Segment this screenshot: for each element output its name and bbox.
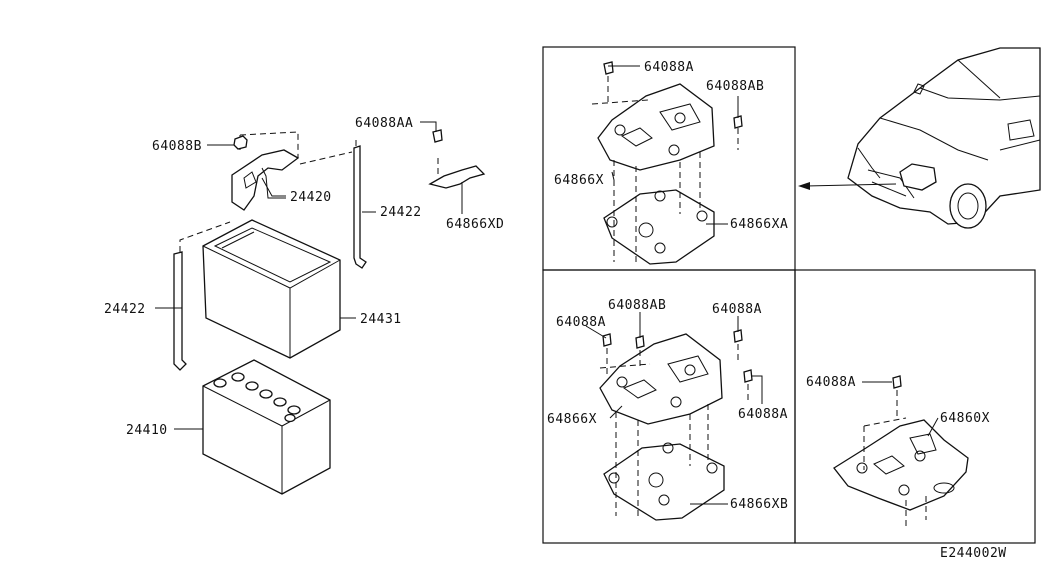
label-24422-left: 24422 bbox=[104, 302, 146, 317]
label-top-64088a: 64088A bbox=[644, 60, 694, 75]
label-bl-64088a-left: 64088A bbox=[556, 315, 606, 330]
label-top-64866x: 64866X bbox=[554, 173, 604, 188]
battery-tray bbox=[202, 219, 341, 359]
diagram-id: E244002W bbox=[940, 546, 1007, 561]
panel-bottom-right-frame bbox=[794, 269, 1036, 544]
hold-down-bracket bbox=[231, 131, 353, 211]
label-top-64866xa: 64866XA bbox=[730, 217, 788, 232]
bottom-right-dashed-guides bbox=[863, 390, 927, 526]
hold-down-rod-left bbox=[173, 221, 231, 371]
label-24431: 24431 bbox=[360, 312, 402, 327]
clip-64866xd bbox=[428, 158, 486, 189]
label-64088b: 64088B bbox=[152, 139, 202, 154]
label-64866xd: 64866XD bbox=[446, 217, 504, 232]
label-br-64088a: 64088A bbox=[806, 375, 856, 390]
leader-lines bbox=[155, 65, 939, 505]
base-plate-64866xb bbox=[603, 442, 725, 521]
label-bl-64088ab: 64088AB bbox=[608, 298, 666, 313]
pointer-arrow-icon bbox=[798, 182, 897, 190]
bracket-64866x bbox=[597, 83, 715, 171]
battery bbox=[202, 359, 331, 495]
hold-down-rod-right bbox=[353, 140, 367, 269]
bolt-64088aa-icon bbox=[432, 129, 443, 143]
label-24422-right: 24422 bbox=[380, 205, 422, 220]
bracket-64866x-lower bbox=[599, 333, 723, 425]
bottom-left-dashed-guides bbox=[599, 344, 749, 520]
label-64088aa: 64088AA bbox=[355, 116, 413, 131]
label-bl-64088a-lower: 64088A bbox=[738, 407, 788, 422]
label-top-64088ab: 64088AB bbox=[706, 79, 764, 94]
label-bl-64866xb: 64866XB bbox=[730, 497, 788, 512]
label-24410: 24410 bbox=[126, 423, 168, 438]
label-br-64860x: 64860X bbox=[940, 411, 990, 426]
bolt-64088b-icon bbox=[233, 135, 248, 150]
bolts-top-panel-icon bbox=[603, 61, 743, 129]
label-24420: 24420 bbox=[290, 190, 332, 205]
vehicle-front-icon bbox=[847, 47, 1041, 229]
bracket-64860x bbox=[833, 419, 969, 511]
label-bl-64866x: 64866X bbox=[547, 412, 597, 427]
bolt-64088a-bottom-right-icon bbox=[892, 375, 902, 389]
base-plate-64866xa bbox=[603, 189, 715, 265]
label-bl-64088a-right: 64088A bbox=[712, 302, 762, 317]
top-panel-dashed-guides bbox=[591, 76, 739, 266]
